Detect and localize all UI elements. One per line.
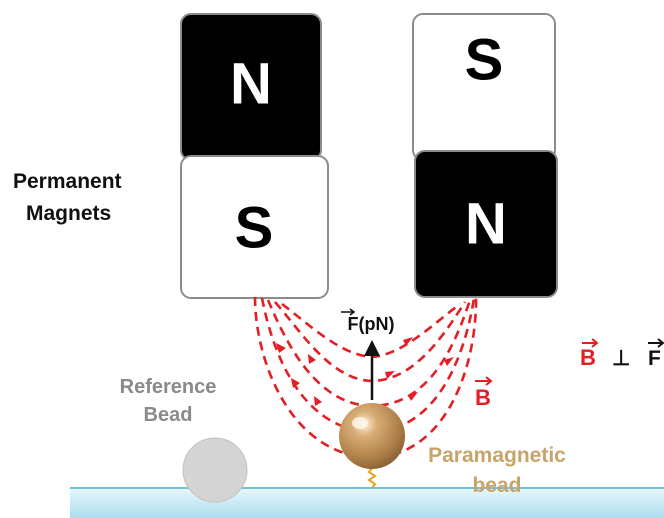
right-magnet: S N <box>412 13 558 298</box>
dna-tether <box>367 467 377 489</box>
paramagnetic-bead <box>339 403 405 469</box>
right-magnet-bottom-pole-label: N <box>465 191 507 256</box>
orthogonality-relation: B ⊥ F <box>580 338 664 370</box>
paramagnetic-bead-label-line2: bead <box>472 474 521 497</box>
force-label: F(pN) <box>348 314 395 334</box>
field-arrowhead <box>403 337 413 346</box>
field-arrowhead <box>314 396 322 406</box>
force-arrow <box>364 340 380 400</box>
field-line <box>253 296 478 460</box>
reference-bead-label-line1: Reference <box>120 376 217 398</box>
left-magnet-bottom-pole-label: S <box>235 195 274 260</box>
field-vector-arrow-icon <box>475 376 493 386</box>
field-arrowhead <box>276 343 286 353</box>
force-vector-arrow-icon <box>341 308 356 316</box>
permanent-magnets-label-line1: Permanent <box>13 170 122 193</box>
left-magnet: N S <box>180 13 329 299</box>
field-line-arrowheads <box>276 337 454 427</box>
field-arrowhead <box>444 357 454 366</box>
orthogonality-b: B <box>580 345 596 370</box>
orthogonality-f-vector-arrow-icon <box>648 338 664 348</box>
permanent-magnets-label-line2: Magnets <box>26 202 111 225</box>
reference-bead-label-line2: Bead <box>144 404 193 426</box>
surface <box>70 488 664 518</box>
orthogonality-f: F <box>648 347 661 370</box>
orthogonality-perp-symbol: ⊥ <box>612 347 630 370</box>
reference-bead <box>182 437 248 503</box>
field-label: B <box>475 385 491 410</box>
orthogonality-b-vector-arrow-icon <box>582 338 599 348</box>
field-arrowhead <box>308 354 316 364</box>
field-arrowhead <box>385 371 395 379</box>
field-arrowhead <box>291 378 300 388</box>
paramagnetic-bead-highlight <box>352 417 368 429</box>
right-magnet-north-block <box>414 150 558 298</box>
field-arrowhead <box>408 392 418 401</box>
left-magnet-top-pole-label: N <box>230 51 272 116</box>
paramagnetic-bead-label-line1: Paramagnetic <box>428 444 566 467</box>
right-magnet-top-pole-label: S <box>465 27 504 92</box>
